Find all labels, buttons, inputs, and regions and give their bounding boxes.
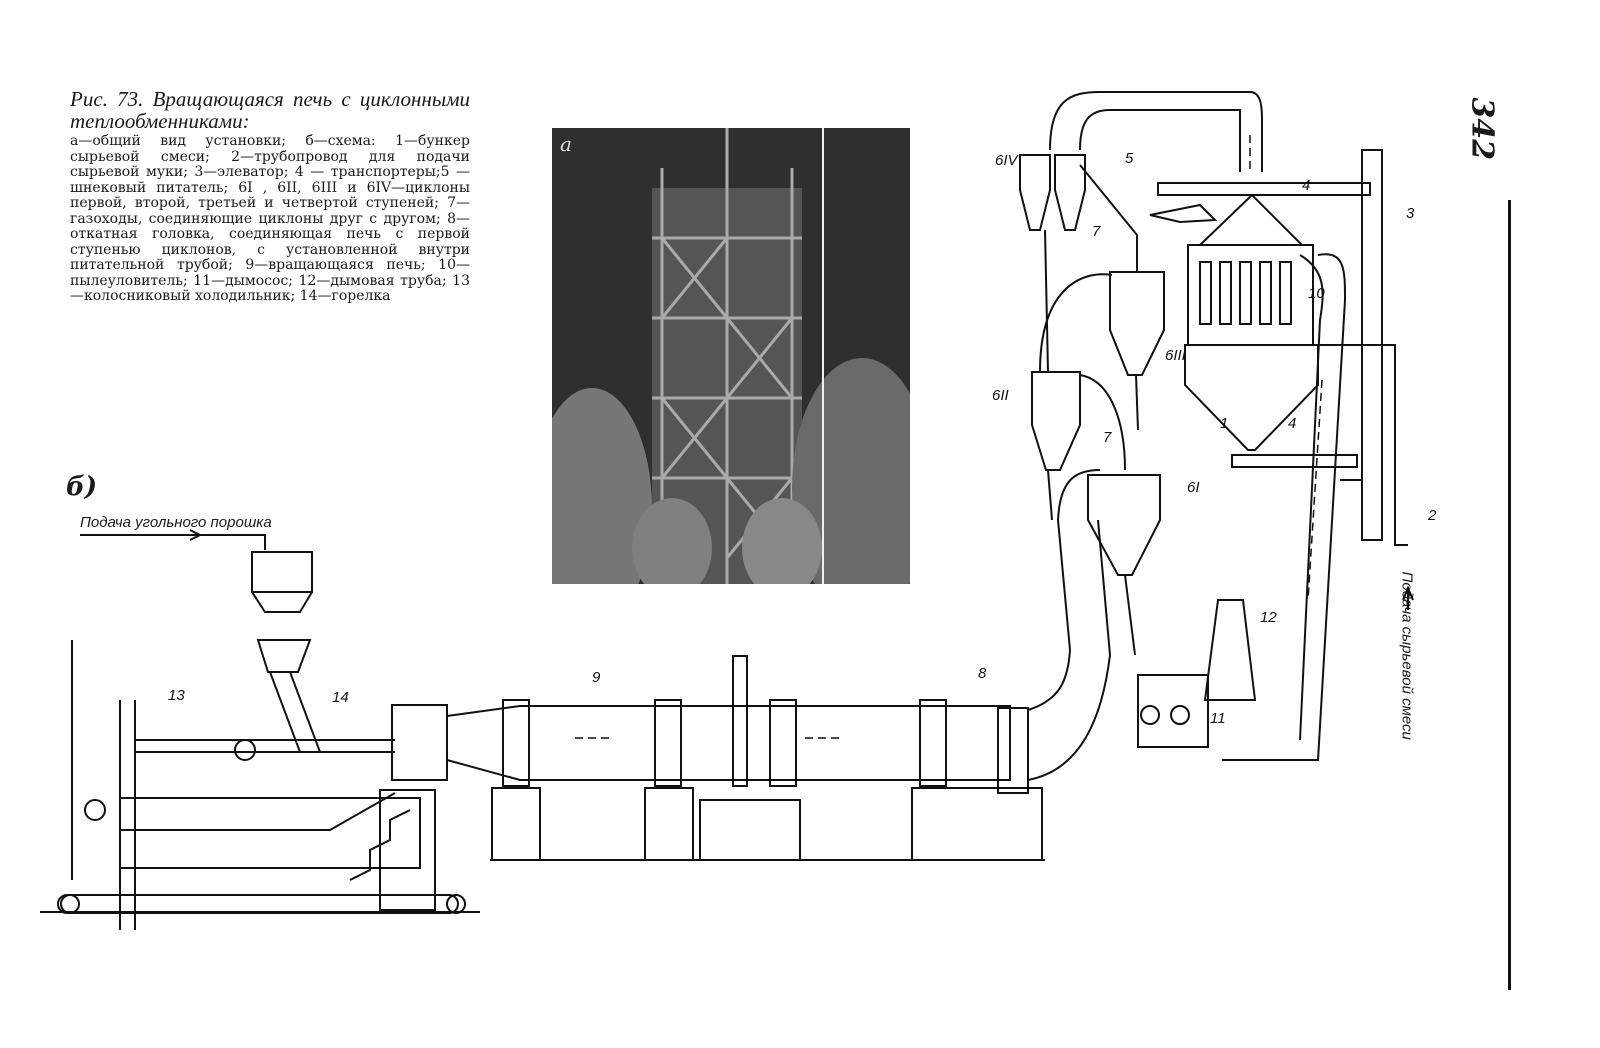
label-7-upper: 7 — [1092, 223, 1101, 240]
label-7-lower: 7 — [1103, 429, 1112, 446]
caption-title: Рис. 73. Вращающаяся печь с циклонными т… — [70, 87, 470, 133]
coal-hopper-upper — [251, 551, 313, 593]
label-13: 13 — [168, 687, 185, 704]
cooler-casing — [379, 789, 436, 911]
label-cyclone-2: 6II — [992, 387, 1009, 404]
kiln-tire-4 — [919, 699, 947, 787]
coal-feed-arrow — [189, 529, 203, 541]
screw-feeder-5 — [1149, 203, 1218, 224]
grate-cooler-13 — [119, 797, 421, 869]
exhaust-duct — [1222, 253, 1347, 761]
photo-illustration — [552, 128, 910, 584]
label-5: 5 — [1125, 150, 1134, 167]
label-cyclone-3: 6III — [1165, 347, 1186, 364]
gas-duct-stage-2-3 — [1039, 273, 1113, 373]
label-cyclone-1: 6I — [1187, 479, 1200, 496]
rotary-kiln-9 — [446, 705, 1011, 781]
label-12: 12 — [1260, 609, 1277, 626]
firing-hood — [391, 704, 448, 781]
cyclone-1-discharge — [1124, 574, 1136, 656]
gas-duct-7-upper — [1079, 164, 1138, 272]
kiln-back-end-8 — [997, 707, 1029, 794]
figure-caption: Рис. 73. Вращающаяся печь с циклонными т… — [70, 88, 470, 305]
raw-meal-pipe-2 — [1318, 344, 1408, 546]
label-14: 14 — [332, 689, 349, 706]
cyclone-stage-4b — [1054, 154, 1086, 231]
label-8: 8 — [978, 665, 987, 682]
label-2: 2 — [1427, 507, 1437, 524]
installation-photo: а — [552, 128, 910, 584]
elevator-3 — [1361, 149, 1383, 541]
label-cyclone-4: 6IV — [995, 152, 1020, 169]
cyclone-stage-4a — [1019, 154, 1051, 231]
cooler-fan — [84, 799, 106, 821]
cyclone-stage-3 — [1109, 271, 1165, 376]
raw-mix-bunker-1 — [1184, 344, 1319, 451]
kiln-drive-pier — [699, 799, 801, 861]
label-4-upper: 4 — [1302, 177, 1310, 194]
cyclone-stage-1 — [1087, 474, 1161, 576]
photo-label: а — [560, 132, 572, 156]
label-3: 3 — [1406, 205, 1415, 222]
burner-pipe — [269, 671, 301, 753]
riser-duct — [1027, 519, 1072, 711]
label-1: 1 — [1220, 415, 1228, 432]
kiln-girth-gear — [732, 655, 748, 787]
label-9: 9 — [592, 669, 601, 686]
chimney-12 — [1203, 599, 1257, 701]
caption-body: а—общий вид установки; б—схема: 1—бункер… — [70, 133, 470, 304]
burner-fan — [234, 739, 256, 761]
coal-feed-pipe — [80, 534, 266, 550]
top-gas-duct — [1049, 91, 1263, 172]
gas-duct-7-lower — [1079, 374, 1126, 471]
cyclone-stage-2 — [1031, 371, 1081, 471]
smoke-exhauster-11 — [1137, 674, 1209, 748]
diagram-label: б) — [66, 472, 98, 502]
coal-hopper-lower — [256, 639, 312, 673]
label-4-lower: 4 — [1288, 415, 1296, 432]
kiln-pier-2 — [644, 787, 694, 861]
transporter-4-lower — [1231, 454, 1358, 468]
transporter-4-upper — [1157, 182, 1371, 196]
kiln-pier-1 — [491, 787, 541, 861]
kiln-tire-2 — [654, 699, 682, 787]
kiln-tire-1 — [502, 699, 530, 787]
label-10: 10 — [1308, 285, 1325, 302]
kiln-tire-3 — [769, 699, 797, 787]
side-rule — [1508, 200, 1511, 990]
kiln-pier-4 — [911, 787, 1043, 861]
coal-feed-label: Подача угольного порошка — [80, 514, 272, 531]
label-11: 11 — [1210, 710, 1226, 727]
